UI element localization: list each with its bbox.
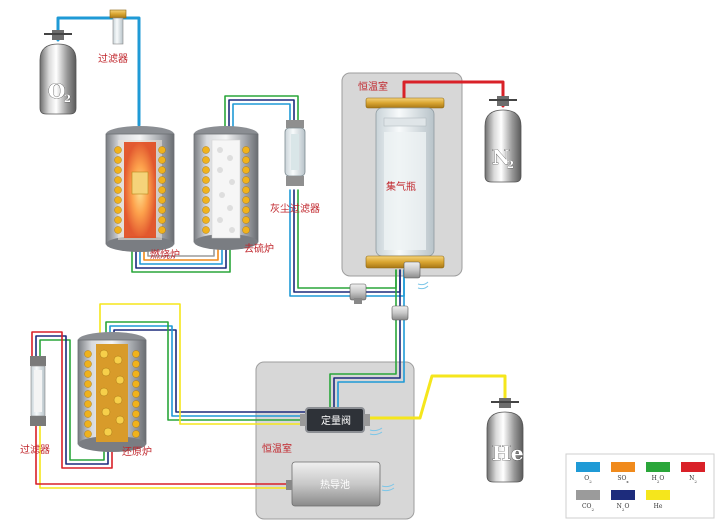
legend-label-n2: N2 xyxy=(689,475,697,484)
legend-swatch-n2o xyxy=(611,490,635,500)
collection-bottle xyxy=(365,97,445,269)
legend-swatch-he xyxy=(646,490,670,500)
legend-swatch-co2 xyxy=(576,490,600,500)
legend-label-sox: SOx xyxy=(617,475,629,484)
valve-upper-right xyxy=(403,261,429,290)
legend-swatch-n2 xyxy=(681,462,705,472)
filter-top-label: 过滤器 xyxy=(98,52,128,65)
combustion-furnace-label: 燃烧炉 xyxy=(150,248,180,261)
dust-filter-label: 灰尘过滤器 xyxy=(270,202,320,215)
legend-label-he: He xyxy=(654,503,663,510)
legend-label-h2o: H2O xyxy=(652,475,665,484)
n2-cylinder xyxy=(484,96,522,183)
he-cylinder xyxy=(486,398,524,483)
gas-pipes xyxy=(31,16,507,489)
o2-cylinder-label-sub: 2 xyxy=(64,94,71,105)
o2-cylinder xyxy=(39,30,77,115)
desulfurization-furnace-label: 去硫炉 xyxy=(244,242,274,255)
legend-swatch-h2o xyxy=(646,462,670,472)
n2-cylinder-label: N xyxy=(492,145,510,169)
thermal-cell-label: 热导池 xyxy=(320,478,350,491)
n2-cylinder-label-sub: 2 xyxy=(507,160,514,171)
dosing-valve xyxy=(300,407,383,436)
legend-label-o2: O2 xyxy=(584,475,592,484)
thermal-cell xyxy=(286,461,395,507)
reduction-furnace xyxy=(77,332,147,452)
filter-left-label: 过滤器 xyxy=(20,443,50,456)
combustion-furnace xyxy=(105,126,175,252)
filter-top xyxy=(109,9,127,45)
dosing-valve-label: 定量阀 xyxy=(321,414,351,427)
desulfurization-furnace xyxy=(193,126,259,250)
valve-middle xyxy=(391,305,409,321)
reduction-furnace-label: 还原炉 xyxy=(122,446,152,458)
legend-label-n2o: N2O xyxy=(617,503,630,512)
thermostat-bottom-label: 恒温室 xyxy=(262,442,292,455)
he-cylinder-label: He xyxy=(492,441,524,465)
valve-upper-left xyxy=(349,283,367,304)
collection-bottle-label: 集气瓶 xyxy=(386,180,416,193)
legend-swatch-sox xyxy=(611,462,635,472)
thermostat-top-label: 恒温室 xyxy=(358,80,388,93)
filter-left xyxy=(30,356,46,426)
legend-label-co2: CO2 xyxy=(582,503,595,512)
dust-filter xyxy=(284,120,306,186)
o2-cylinder-label: O xyxy=(48,79,65,103)
legend-swatch-o2 xyxy=(576,462,600,472)
